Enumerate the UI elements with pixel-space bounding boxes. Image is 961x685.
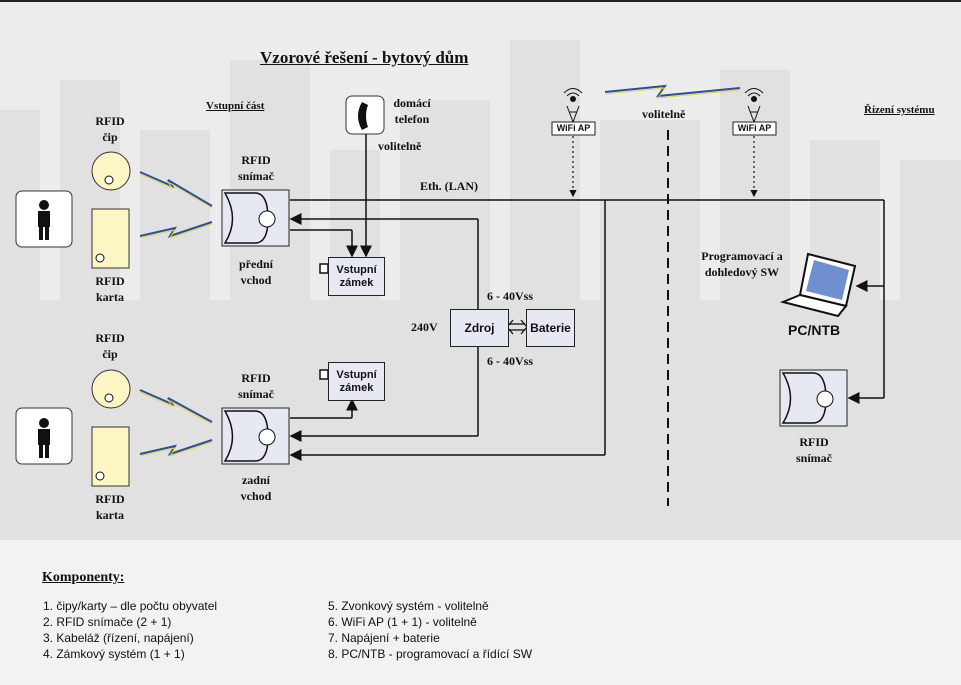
reader-rear-line2: snímač — [238, 387, 274, 401]
software-line2: dohledový SW — [704, 265, 780, 279]
voltage-top-label: 6 - 40Vss — [487, 289, 534, 303]
components-list-right: 5. Zvonkový systém - volitelně 6. WiFi A… — [328, 598, 532, 662]
rfid-reader-front — [221, 189, 290, 247]
page-title: Vzorové řešení - bytový dům — [260, 48, 469, 67]
lock-top-line2: zámek — [339, 276, 374, 289]
wiring — [289, 134, 885, 461]
list-item: 7. Napájení + baterie — [328, 631, 440, 645]
rfid-chip-top — [91, 151, 131, 191]
rear-entrance-line1: zadní — [241, 473, 270, 487]
rfid-card-bottom-line2: karta — [96, 508, 124, 522]
rfid-reader-rear — [221, 407, 290, 465]
rfid-chip-bottom — [91, 369, 131, 409]
phone-label: domácí telefon — [386, 95, 438, 127]
wifi-ap-left-device — [551, 88, 596, 136]
phone-icon — [345, 95, 385, 135]
voltage-in-label: 240V — [411, 320, 438, 334]
list-item: 4. Zámkový systém (1 + 1) — [43, 647, 185, 661]
front-entrance-label: přední vchod — [226, 256, 286, 288]
software-label: Programovací a dohledový SW — [690, 248, 794, 280]
reader-front-line2: snímač — [238, 169, 274, 183]
wifi-ap-left-label: WiFi AP — [556, 123, 591, 133]
list-item: 6. WiFi AP (1 + 1) - volitelně — [328, 615, 477, 629]
lock-bottom-line2: zámek — [339, 381, 374, 394]
rear-entrance-label: zadní vchod — [226, 472, 286, 504]
rfid-chip-top-line1: RFID — [95, 114, 125, 128]
rfid-chip-top-line2: čip — [102, 130, 118, 144]
rfid-card-top — [91, 208, 130, 269]
phone-line1: domácí — [393, 96, 431, 110]
lock-bottom-line1: Vstupní — [336, 368, 377, 381]
software-line1: Programovací a — [701, 249, 783, 263]
components-list-left: 1. čipy/karty – dle počtu obyvatel 2. RF… — [43, 598, 217, 662]
pc-label: PC/NTB — [788, 322, 841, 338]
power-supply-label: Zdroj — [464, 320, 495, 335]
battery: Baterie — [526, 309, 575, 347]
list-item: 8. PC/NTB - programovací a řídící SW — [328, 647, 533, 661]
lock-top-line1: Vstupní — [336, 263, 377, 276]
rfid-chip-bottom-line1: RFID — [95, 331, 125, 345]
voltage-bottom-label: 6 - 40Vss — [487, 354, 534, 368]
laptop-icon — [779, 252, 857, 318]
rfid-card-top-line1: RFID — [95, 274, 125, 288]
person-bottom — [15, 407, 73, 465]
rfid-card-bottom-label: RFID karta — [84, 491, 136, 523]
rfid-card-bottom-line1: RFID — [95, 492, 125, 506]
reader-front-label: RFID snímač — [226, 152, 286, 184]
reader-rear-line1: RFID — [241, 371, 271, 385]
reader-control-label: RFID snímač — [784, 434, 844, 466]
city-background — [0, 40, 961, 685]
section-control: Řízení systému — [864, 104, 935, 116]
rfid-reader-control — [779, 369, 848, 427]
phone-line2: telefon — [394, 112, 430, 126]
battery-label: Baterie — [530, 320, 571, 335]
list-item: 3. Kabeláž (řízení, napájení) — [43, 631, 194, 645]
rfid-chip-bottom-line2: čip — [102, 347, 118, 361]
reader-rear-label: RFID snímač — [226, 370, 286, 402]
wifi-optional-label: volitelně — [642, 107, 686, 121]
list-item: 5. Zvonkový systém - volitelně — [328, 599, 489, 613]
rfid-card-top-line2: karta — [96, 290, 124, 304]
ethernet-label: Eth. (LAN) — [420, 179, 479, 193]
rfid-card-top-label: RFID karta — [84, 273, 136, 305]
rfid-chip-top-label: RFID čip — [84, 113, 136, 145]
list-item: 2. RFID snímače (2 + 1) — [43, 615, 172, 629]
components-heading: Komponenty: — [42, 570, 125, 585]
phone-optional-label: volitelně — [378, 139, 422, 153]
reader-control-line1: RFID — [799, 435, 829, 449]
wifi-ap-right-device — [732, 88, 777, 136]
person-top — [15, 190, 73, 248]
front-entrance-line1: přední — [238, 257, 273, 271]
reader-front-line1: RFID — [241, 153, 271, 167]
reader-control-line2: snímač — [796, 451, 832, 465]
rfid-card-bottom — [91, 426, 130, 487]
front-entrance-line2: vchod — [240, 273, 272, 287]
rfid-chip-bottom-label: RFID čip — [84, 330, 136, 362]
wifi-links — [569, 136, 758, 198]
wireless-bolts — [139, 84, 741, 457]
list-item: 1. čipy/karty – dle počtu obyvatel — [43, 599, 218, 613]
wifi-ap-right-label: WiFi AP — [737, 123, 772, 133]
power-supply: Zdroj — [450, 309, 509, 347]
section-entry: Vstupní část — [206, 100, 265, 112]
rear-entrance-line2: vchod — [240, 489, 272, 503]
